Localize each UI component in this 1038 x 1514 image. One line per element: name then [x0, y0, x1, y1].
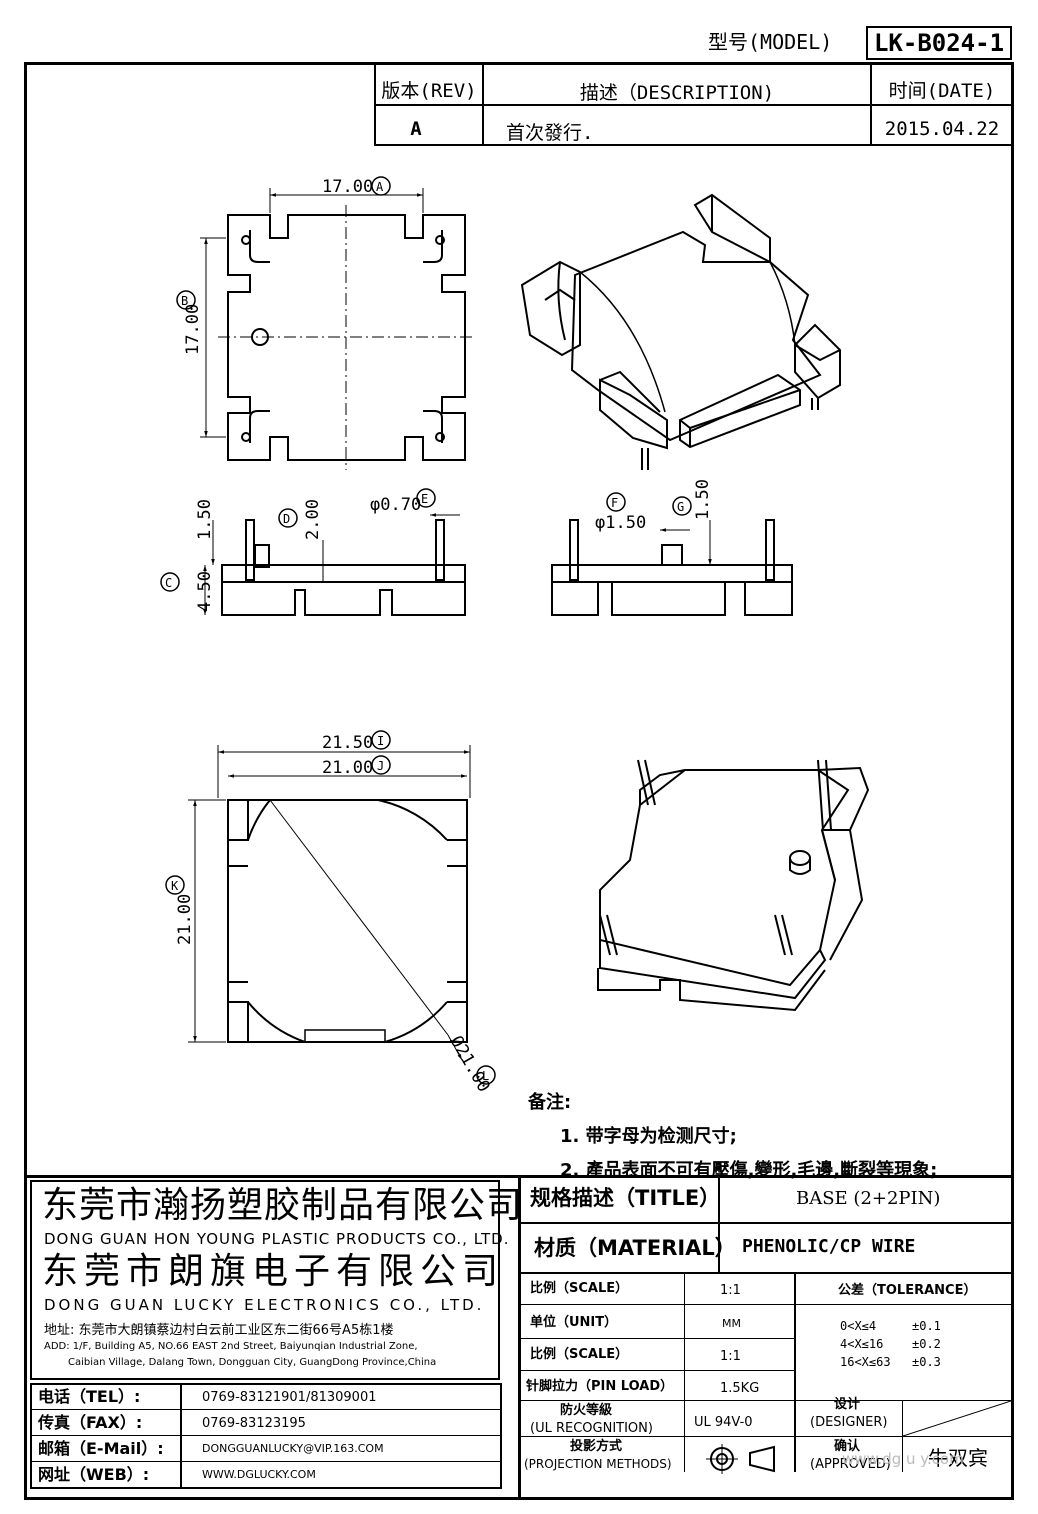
company-name-cn-1: 东莞市瀚扬塑胶制品有限公司 [42, 1185, 524, 1226]
company-name-en-2: DONG GUAN LUCKY ELECTRONICS CO., LTD. [44, 1296, 485, 1314]
dim-tag-j: J [377, 759, 384, 773]
top-view [176, 176, 475, 470]
dim-bottom-inner: 21.00 [322, 758, 373, 778]
mail-value: DONGGUANLUCKY@VIP.163.COM [202, 1442, 384, 1455]
side-view-right [551, 492, 793, 616]
title-value: BASE (2+2PIN) [796, 1188, 941, 1209]
date-header: 时间(DATE) [888, 80, 996, 102]
web-label: 网址（WEB）: [38, 1465, 150, 1484]
approver-name: 牛双宾 [928, 1446, 988, 1470]
dim-pin-dia: φ0.70 [370, 495, 421, 515]
tol-range-1: 0<X≤4 [840, 1319, 877, 1333]
side-view-left [160, 488, 466, 616]
scale2-label: 比例（SCALE） [530, 1347, 629, 1362]
date-value: 2015.04.22 [884, 118, 1000, 140]
model-number: LK-B024-1 [866, 26, 1012, 60]
tel-label: 电话（TEL）: [38, 1387, 141, 1406]
contact-table: 电话（TEL）: 0769-83121901/81309001 传真（FAX）:… [30, 1383, 502, 1489]
rev-value: A [410, 118, 422, 140]
projection-label-1: 投影方式 [570, 1439, 623, 1454]
scale2-value: 1:1 [720, 1349, 741, 1364]
dim-tag-a: A [376, 180, 384, 194]
bottom-view [165, 730, 496, 1085]
notes: 备注: 1. 带字母为检测尺寸; 2. 產品表面不可有壓傷,變形,毛邊,斷裂等現… [528, 1088, 937, 1182]
material-label: 材质（MATERIAL） [534, 1236, 736, 1260]
revision-table: 版本(REV) 描述（DESCRIPTION) 时间(DATE) A 首次發行.… [374, 62, 1014, 146]
address-cn: 地址: 东莞市大朗镇蔡边村白云前工业区东二街66号A5栋1楼 [44, 1323, 394, 1338]
dim-pin-len: 1.50 [195, 499, 215, 540]
iso-top-view [520, 193, 841, 470]
designer-label-2: (DESIGNER) [810, 1415, 888, 1430]
dim-bottom-outer: 21.50 [322, 733, 373, 753]
dim-top-width: 17.00 [322, 177, 373, 197]
company-name-en-1: DONG GUAN HON YOUNG PLASTIC PRODUCTS CO.… [44, 1230, 510, 1248]
dim-tag-i: I [377, 734, 384, 748]
dim-bottom-height: 21.00 [175, 894, 195, 945]
ul-value: UL 94V-0 [694, 1415, 753, 1430]
projection-symbol-icon [706, 1444, 775, 1474]
dim-circle-dia: Ø21.00 [446, 1033, 494, 1096]
mail-label: 邮箱（E-Mail）: [38, 1439, 164, 1458]
fax-label: 传真（FAX）: [38, 1413, 143, 1432]
dim-tag-c: C [165, 576, 172, 590]
designer-label-1: 设计 [834, 1397, 861, 1412]
dim-boss-len: 1.50 [693, 479, 713, 520]
unit-label: 单位（UNIT） [530, 1315, 618, 1330]
address-en-1: ADD: 1/F, Building A5, NO.66 EAST 2nd St… [44, 1341, 418, 1352]
description-value: 首次發行. [506, 122, 594, 144]
dim-boss-dia: φ1.50 [595, 513, 646, 533]
designer-slash [903, 1400, 1014, 1436]
scale-label: 比例（SCALE） [530, 1281, 629, 1296]
dim-tag-b: B [181, 294, 188, 308]
spec-divider [518, 1175, 521, 1500]
description-header: 描述（DESCRIPTION) [579, 82, 775, 104]
rev-header: 版本(REV) [381, 80, 477, 102]
scale-value: 1:1 [720, 1283, 741, 1298]
fax-value: 0769-83123195 [202, 1416, 306, 1431]
watermark: www.dg u y.com [842, 1450, 964, 1468]
pinload-label: 针脚拉力（PIN LOAD） [526, 1379, 674, 1394]
dim-top-height: 17.00 [183, 304, 203, 355]
approved-label-2: (APPROVED) [810, 1457, 891, 1472]
dim-tag-l: L [482, 1069, 489, 1083]
tol-value-2: ±0.2 [912, 1337, 941, 1351]
company-block: 东莞市瀚扬塑胶制品有限公司 DONG GUAN HON YOUNG PLASTI… [30, 1180, 522, 1380]
title-label: 规格描述（TITLE） [530, 1186, 721, 1210]
tel-value: 0769-83121901/81309001 [202, 1390, 377, 1405]
dim-side-height: 4.50 [195, 571, 215, 612]
web-value: WWW.DGLUCKY.COM [202, 1468, 316, 1481]
tol-value-3: ±0.3 [912, 1355, 941, 1369]
model-label: 型号(MODEL) [708, 30, 833, 54]
projection-label-2: (PROJECTION METHODS) [524, 1457, 672, 1471]
iso-bottom-view [597, 759, 870, 1012]
approved-label-1: 确认 [834, 1439, 861, 1454]
tol-range-3: 16<X≤63 [840, 1355, 891, 1369]
spec-block: 规格描述（TITLE） BASE (2+2PIN) 材质（MATERIAL） P… [520, 1178, 1014, 1500]
note-1: 1. 带字母为检测尺寸; [560, 1126, 737, 1147]
dim-tag-k: K [171, 879, 179, 893]
tolerance-label: 公差（TOLERANCE） [838, 1283, 977, 1298]
dim-tag-f: F [611, 496, 618, 510]
dim-tag-d: D [283, 512, 290, 526]
pinload-value: 1.5KG [720, 1381, 760, 1396]
tol-range-2: 4<X≤16 [840, 1337, 884, 1351]
ul-label-2: (UL RECOGNITION) [530, 1421, 653, 1436]
material-value: PHENOLIC/CP WIRE [742, 1236, 916, 1257]
dim-tag-g: G [677, 500, 684, 514]
company-name-cn-2: 东莞市朗旗电子有限公司 [42, 1251, 505, 1292]
tol-value-1: ±0.1 [912, 1319, 941, 1333]
address-en-2: Caibian Village, Dalang Town, Dongguan C… [68, 1357, 437, 1368]
dim-tag-e: E [421, 492, 428, 506]
dim-boss-height: 2.00 [303, 499, 323, 540]
technical-drawing: 17.00 A 17.00 B 4.50 C 2.00 D φ0.70 E 1.… [160, 176, 870, 1096]
ul-label-1: 防火等級 [560, 1403, 613, 1418]
unit-value: MM [722, 1317, 741, 1330]
notes-title: 备注: [528, 1092, 572, 1113]
